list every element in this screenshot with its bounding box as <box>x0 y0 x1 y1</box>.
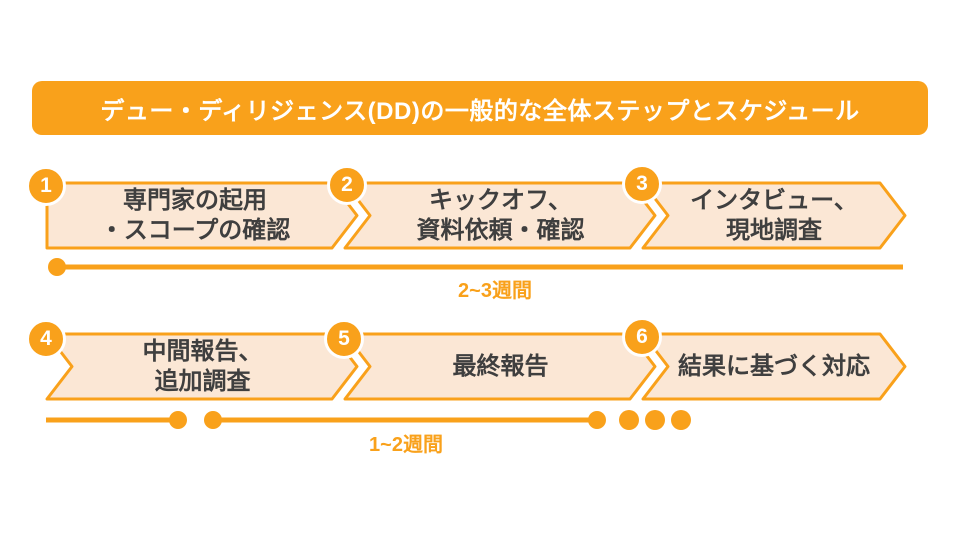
page-title: デュー・ディリジェンス(DD)の一般的な全体ステップとスケジュール <box>100 97 860 125</box>
step-3-arrow <box>641 181 907 250</box>
step-1-label: 専門家の起用 ・スコープの確認 <box>99 186 291 244</box>
timeline-1-duration-label: 2~3週間 <box>458 280 532 302</box>
step-1-arrow <box>45 181 359 250</box>
step-3-label: インタビュー、 現地調査 <box>690 186 858 244</box>
step-5-label: 最終報告 <box>452 352 549 380</box>
timeline-2-duration-label: 1~2週間 <box>369 434 443 456</box>
timeline-2-dot <box>588 411 606 429</box>
ellipsis-dot <box>645 410 665 430</box>
step-1-number-badge: 1 <box>26 166 66 206</box>
step-6-arrow <box>641 332 907 401</box>
timeline-2-dot <box>169 411 187 429</box>
step-2-number-badge: 2 <box>327 165 367 205</box>
title-bar: デュー・ディリジェンス(DD)の一般的な全体ステップとスケジュール <box>32 81 928 135</box>
step-4-number-badge: 4 <box>26 319 66 359</box>
step-3-number-badge: 3 <box>622 164 662 204</box>
step-6-number-badge: 6 <box>622 317 662 357</box>
step-2-label: キックオフ、 資料依頼・確認 <box>416 186 585 244</box>
step-4-label: 中間報告、 追加調査 <box>142 337 263 395</box>
timeline-1-start-dot <box>48 258 66 276</box>
ellipsis-dot <box>619 410 639 430</box>
ellipsis-dot <box>671 410 691 430</box>
step-6-label: 結果に基づく対応 <box>678 352 870 380</box>
step-5-number-badge: 5 <box>324 319 364 359</box>
